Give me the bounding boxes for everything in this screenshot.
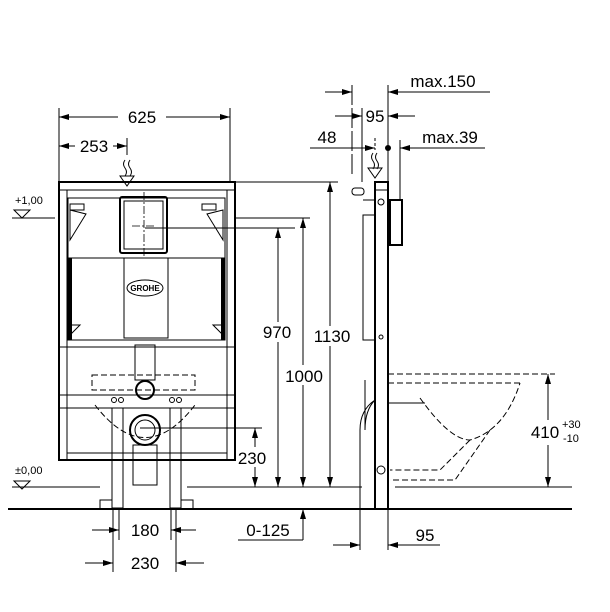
level-floor-label: ±0,00 — [15, 465, 42, 477]
dim-180-label: 180 — [131, 521, 159, 540]
dim-1000-label: 1000 — [285, 367, 323, 386]
dim-0-125 — [238, 509, 306, 541]
dim-180 — [92, 510, 196, 540]
dim-95-top-label: 95 — [366, 107, 385, 126]
tolerance-plus: +30 — [562, 419, 581, 431]
level-top-marker — [12, 209, 310, 219]
dim-0-125-label: 0-125 — [246, 521, 289, 540]
flush-pipe — [91, 344, 196, 438]
grohe-logo: GROHE — [126, 279, 164, 297]
wall-hung-bowl — [388, 373, 555, 481]
water-supply-icon — [119, 159, 135, 187]
dim-1130-label: 1130 — [314, 327, 351, 346]
dim-max150 — [325, 85, 490, 182]
dim-625-label: 625 — [128, 108, 156, 127]
dim-48-max39 — [310, 138, 485, 200]
level-floor-marker — [12, 480, 572, 490]
front-frame — [58, 181, 236, 461]
dim-253-label: 253 — [80, 137, 108, 156]
dim-95-bottom-label: 95 — [416, 526, 435, 545]
dim-48-label: 48 — [318, 128, 337, 147]
dim-max39-label: max.39 — [422, 128, 478, 147]
dim-410-label: 410 — [531, 423, 559, 442]
tolerance-minus: -10 — [563, 433, 579, 445]
dim-253 — [59, 138, 128, 155]
dim-230-feet-label: 230 — [131, 554, 159, 573]
dim-max150-label: max.150 — [410, 72, 475, 91]
actuation-plate-opening — [119, 192, 168, 258]
water-supply-icon-side — [367, 152, 383, 179]
dim-95-top — [335, 108, 415, 182]
dim-230-outlet-label: 230 — [238, 449, 266, 468]
dim-970-label: 970 — [263, 323, 291, 342]
svg-text:GROHE: GROHE — [130, 284, 160, 293]
side-frame — [351, 181, 403, 550]
dim-230-feet — [85, 510, 204, 572]
level-top-label: +1,00 — [15, 195, 43, 207]
